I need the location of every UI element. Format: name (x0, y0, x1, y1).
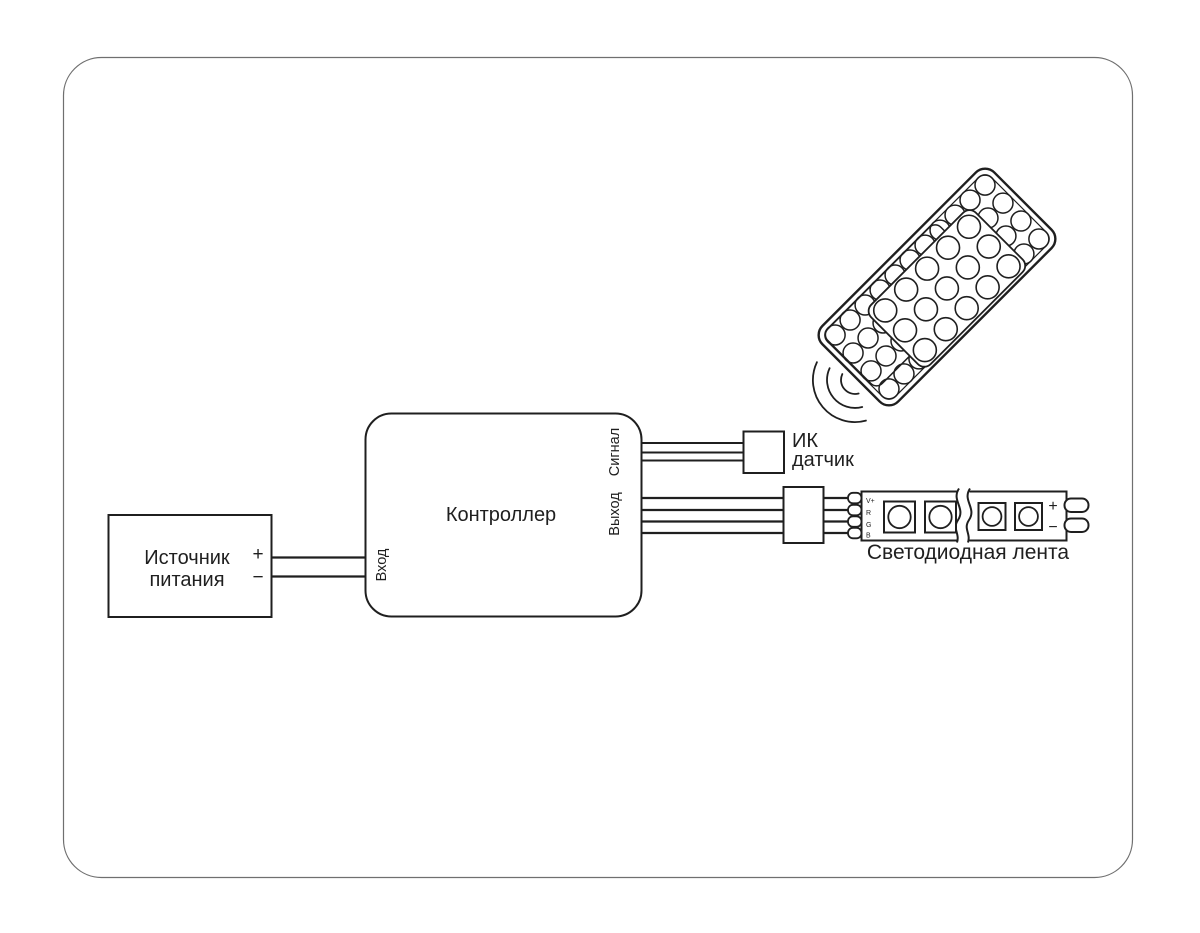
remote-panel-grid (872, 214, 1021, 363)
remote-control (817, 167, 1057, 407)
led-chips (883, 500, 1043, 534)
strip-pin-label-b: B (866, 533, 871, 540)
remote-button (975, 274, 1000, 300)
remote-button (1010, 210, 1032, 232)
remote-button (1028, 228, 1050, 250)
signal-wires (641, 442, 744, 462)
remote-button (912, 337, 938, 363)
remote-button (913, 297, 939, 322)
controller-output-port-label: Выход (607, 492, 623, 536)
power-supply-label-line2: питания (149, 569, 224, 591)
strip-contact-tabs (1063, 497, 1090, 533)
output-connector (782, 486, 825, 544)
remote-button (878, 378, 900, 400)
remote-button (875, 345, 897, 367)
remote-button (914, 256, 940, 281)
strip-minus-sign: − (1048, 519, 1057, 536)
controller-input-port-label: Вход (374, 548, 390, 581)
outer-frame (62, 56, 1134, 879)
strip-plus-sign: + (1048, 498, 1057, 515)
remote-button (892, 317, 918, 343)
remote-panel (867, 209, 1027, 368)
power-supply-label-line1: Источник (144, 547, 230, 569)
remote-button (959, 189, 981, 211)
controller-label: Контроллер (446, 504, 556, 526)
controller-box (364, 412, 643, 618)
remote-button (893, 363, 915, 385)
controller-signal-port-label: Сигнал (607, 428, 623, 476)
strip-break (954, 487, 973, 543)
remote-button (956, 214, 982, 240)
ir-sensor-label-line1: ИК (792, 430, 818, 452)
remote-button (933, 316, 959, 342)
led-strip-label: Светодиодная лента (867, 541, 1070, 564)
led-strip: V+ R G B + − Светодиодная лента (847, 487, 1090, 564)
remote-button (893, 277, 919, 302)
ir-waves-icon (812, 361, 867, 423)
power-plus-sign: + (252, 544, 263, 565)
connector-stub-wires (823, 496, 850, 535)
ir-sensor-box (742, 430, 785, 474)
ir-sensor-label-line2: датчик (792, 449, 854, 471)
remote-button (955, 255, 981, 280)
remote-button (842, 342, 864, 364)
power-supply-box (107, 514, 273, 618)
remote-button (935, 235, 961, 260)
remote-button (934, 276, 960, 301)
output-wires (641, 496, 784, 535)
remote-button (857, 327, 879, 349)
remote-button (992, 192, 1014, 214)
strip-pin-label-g: G (866, 522, 871, 529)
power-minus-sign: − (252, 567, 263, 588)
remote-button (872, 298, 898, 323)
strip-pin-label-v: V+ (866, 498, 875, 505)
power-wires (271, 556, 366, 578)
strip-pins (847, 491, 863, 540)
strip-pin-label-r: R (866, 510, 871, 517)
remote-button (974, 174, 996, 196)
remote-button (954, 295, 979, 321)
remote-button (860, 360, 882, 382)
remote-button (976, 234, 1002, 259)
remote-button (996, 254, 1021, 279)
